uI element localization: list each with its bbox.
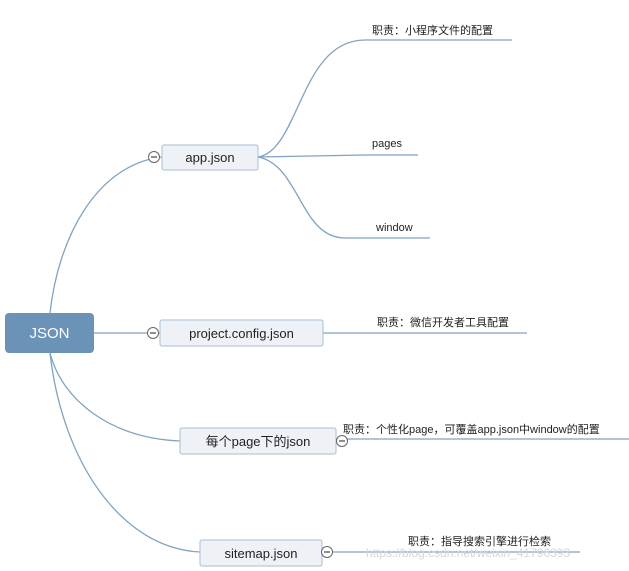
connector-app-duty bbox=[257, 39, 366, 158]
branch-node-app-json[interactable]: app.json bbox=[161, 144, 259, 171]
leaf-label-sitemap-duty[interactable]: 职责：指导搜索引擎进行检索 bbox=[408, 534, 551, 548]
watermark-text: https://blog.csdn.net/weixin_41796393 bbox=[366, 546, 570, 560]
branch-node-page-json[interactable]: 每个page下的json bbox=[179, 427, 337, 455]
connector-root-page bbox=[49, 352, 181, 442]
connector-app-pages bbox=[257, 154, 366, 158]
collapse-toggle-app-json[interactable] bbox=[148, 151, 160, 163]
leaf-label-pages[interactable]: pages bbox=[372, 138, 402, 150]
collapse-toggle-project-config[interactable] bbox=[147, 327, 159, 339]
leaf-label-app-duty[interactable]: 职责：小程序文件的配置 bbox=[372, 23, 493, 37]
branch-node-sitemap-json[interactable]: sitemap.json bbox=[199, 539, 323, 567]
collapse-toggle-page-json[interactable] bbox=[336, 435, 348, 447]
root-label: JSON bbox=[29, 325, 69, 342]
branch-label-project-config: project.config.json bbox=[189, 326, 294, 341]
root-node[interactable]: JSON bbox=[5, 313, 94, 353]
branch-label-app-json: app.json bbox=[185, 150, 234, 165]
leaf-label-window[interactable]: window bbox=[375, 222, 413, 234]
branch-label-page-json: 每个page下的json bbox=[206, 434, 311, 449]
collapse-toggle-sitemap-json[interactable] bbox=[321, 546, 333, 558]
leaf-label-project-duty[interactable]: 职责：微信开发者工具配置 bbox=[377, 315, 509, 329]
connector-root-sitemap bbox=[49, 352, 201, 553]
connector-app-window bbox=[257, 156, 346, 239]
branch-node-project-config[interactable]: project.config.json bbox=[159, 319, 324, 347]
connector-root-app bbox=[49, 156, 163, 314]
leaf-label-page-duty[interactable]: 职责：个性化page，可覆盖app.json中window的配置 bbox=[343, 422, 600, 436]
branch-label-sitemap-json: sitemap.json bbox=[225, 546, 298, 561]
